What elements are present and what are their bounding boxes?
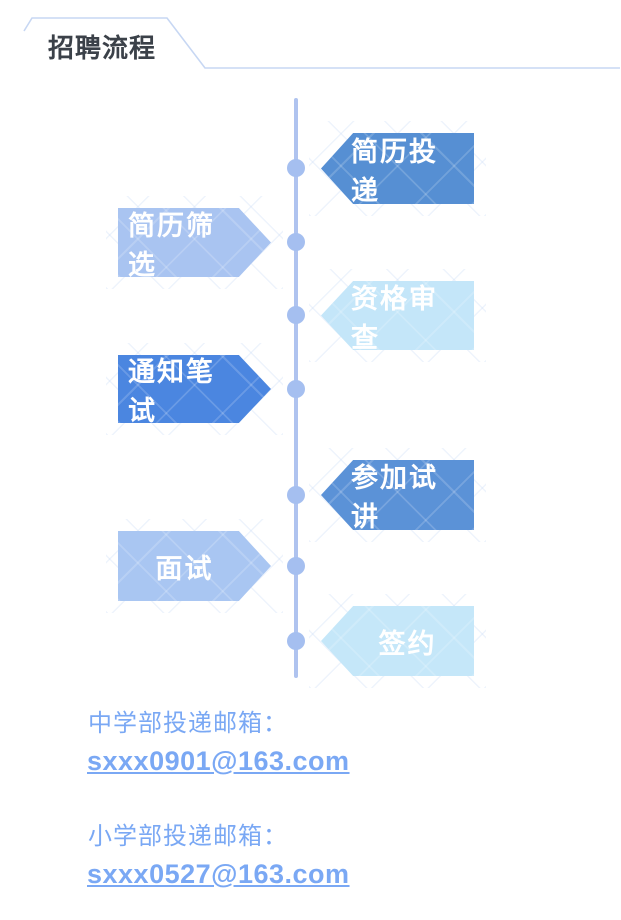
primary-school-mailbox-label: 小学部投递邮箱：	[88, 823, 288, 850]
flow-step-interview: 面试	[106, 519, 283, 613]
flow-step-label: 面试	[118, 531, 271, 601]
timeline-dot	[287, 557, 305, 575]
flow-step-label: 简历投递	[321, 133, 474, 204]
flow-step-resume-submission: 简历投递	[309, 121, 486, 216]
page-title: 招聘流程	[48, 33, 157, 63]
timeline-dot	[287, 233, 305, 251]
timeline-dot	[287, 380, 305, 398]
flow-step-written-test-notice: 通知笔试	[106, 343, 283, 435]
flow-step-label: 通知笔试	[118, 355, 271, 423]
flow-step-label: 简历筛选	[118, 208, 271, 277]
flow-step-label: 参加试讲	[321, 460, 474, 530]
timeline-dot	[287, 632, 305, 650]
timeline-dot	[287, 306, 305, 324]
timeline-dot	[287, 159, 305, 177]
middle-school-email-link[interactable]: sxxx0901@163.com	[87, 746, 350, 776]
flow-step-label: 签约	[321, 606, 474, 676]
flow-step-qualification-review: 资格审查	[309, 269, 486, 362]
timeline-dot	[287, 486, 305, 504]
flow-step-signing: 签约	[309, 594, 486, 688]
flow-step-resume-screening: 简历筛选	[106, 196, 283, 289]
flow-step-label: 资格审查	[321, 281, 474, 350]
middle-school-mailbox-label: 中学部投递邮箱：	[88, 710, 288, 737]
primary-school-email-link[interactable]: sxxx0527@163.com	[87, 859, 350, 889]
flow-step-trial-lecture: 参加试讲	[309, 448, 486, 542]
